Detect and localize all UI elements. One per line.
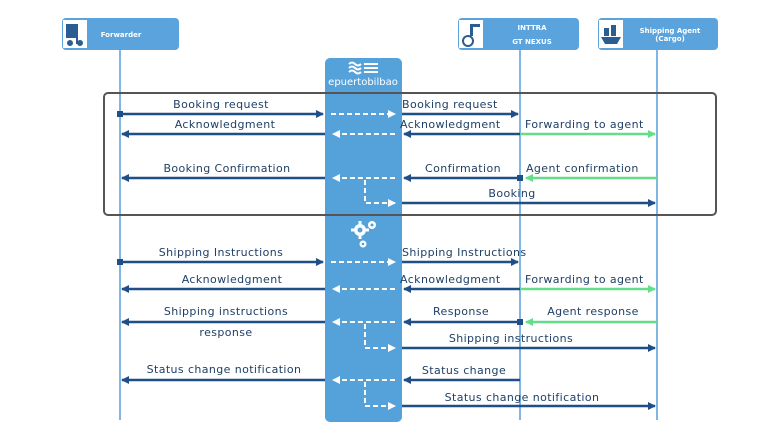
forwarder-header: Forwarder <box>62 18 179 50</box>
hub-route-shipping-instructions <box>364 324 396 352</box>
hub-column <box>325 58 402 422</box>
ship-icon <box>599 20 623 48</box>
inttra-header: INTTRA GT NEXUS <box>458 18 579 50</box>
label-agent-response: Agent response <box>547 305 639 318</box>
label-forwarding-2: Forwarding to agent <box>525 273 644 286</box>
label-si-response-line2: response <box>199 326 252 339</box>
label-booking: Booking <box>488 187 535 200</box>
gear-crane-icon <box>459 20 483 48</box>
label-agent-confirmation: Agent confirmation <box>526 162 639 175</box>
label-si-left: Shipping Instructions <box>159 246 284 259</box>
label-confirmation: Confirmation <box>425 162 501 175</box>
agent-label-line1: Shipping Agent <box>640 27 701 35</box>
label-ack1-right: Acknowledgment <box>400 118 501 131</box>
label-booking-request-right: Booking request <box>402 98 498 111</box>
label-ack1-left: Acknowledgment <box>175 118 276 131</box>
forwarder-label: Forwarder <box>101 31 142 39</box>
inttra-label-line1: INTTRA <box>518 24 548 32</box>
hub-route-booking <box>364 180 396 207</box>
inttra-label-line2: GT NEXUS <box>512 38 552 46</box>
hub-route-status-change-notification <box>364 382 396 410</box>
label-status-change-notification-left: Status change notification <box>147 363 302 376</box>
waves-lines-icon <box>348 61 378 75</box>
label-shipping-instructions: Shipping instructions <box>449 332 573 345</box>
agent-label-line2: (Cargo) <box>655 35 685 43</box>
label-ack2-right: Acknowledgment <box>400 273 501 286</box>
label-si-right: Shipping Instructions <box>402 246 527 259</box>
label-status-change: Status change <box>422 364 506 377</box>
label-forwarding-1: Forwarding to agent <box>525 118 644 131</box>
gears-icon <box>351 221 376 248</box>
label-ack2-left: Acknowledgment <box>182 273 283 286</box>
label-response: Response <box>433 305 489 318</box>
label-booking-request-left: Booking request <box>173 98 269 111</box>
label-si-response-line1: Shipping instructions <box>164 305 288 318</box>
hub-brand: epuertobilbao <box>328 77 398 88</box>
label-status-change-notification-right: Status change notification <box>445 391 600 404</box>
label-booking-confirmation: Booking Confirmation <box>163 162 290 175</box>
agent-header: Shipping Agent (Cargo) <box>598 18 718 50</box>
booking-frame <box>103 92 717 216</box>
forklift-icon <box>63 20 87 48</box>
